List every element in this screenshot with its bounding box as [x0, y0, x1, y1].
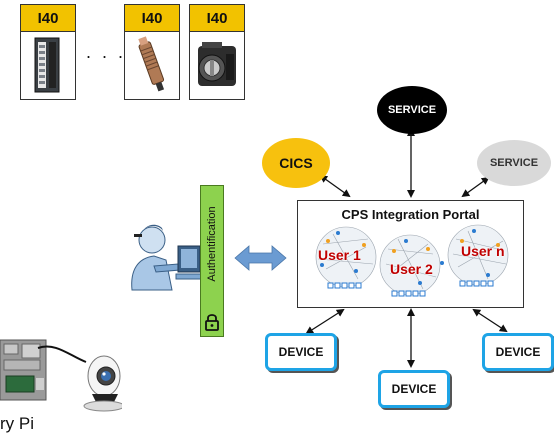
user-1-label: User 1 — [318, 247, 361, 263]
authentication-label: Authentification — [206, 206, 218, 282]
user-n-label: User n — [461, 243, 505, 259]
service-node-right: SERVICE — [477, 140, 551, 186]
ellipsis-text: . . . — [86, 42, 127, 62]
service-label: SERVICE — [489, 157, 539, 169]
proximity-sensor-icon — [125, 32, 179, 99]
plc-module-icon — [21, 32, 75, 99]
device-label: DEVICE — [391, 382, 437, 396]
i40-label: I40 — [21, 5, 75, 32]
portal-title: CPS Integration Portal — [341, 207, 480, 222]
service-label: SERVICE — [387, 104, 437, 116]
device-node-bottom: DEVICE — [378, 370, 450, 408]
arrow-service-right — [461, 176, 490, 198]
arrow-cics — [319, 174, 351, 198]
user-computer-icon — [131, 224, 203, 291]
user-network-icon — [315, 224, 509, 297]
arrow-device-right — [472, 308, 508, 333]
device-label: DEVICE — [495, 345, 541, 359]
i40-module-plc: I40 — [20, 4, 76, 100]
cics-label: CICS — [279, 155, 313, 171]
i40-label: I40 — [125, 5, 179, 32]
cps-integration-portal: CPS Integration Portal User 1 User 2 Use… — [297, 200, 524, 308]
device-label: DEVICE — [278, 345, 324, 359]
user-2-label: User 2 — [390, 261, 433, 277]
i40-module-sensor: I40 — [124, 4, 180, 100]
authentication-bar: Authentification — [200, 185, 224, 337]
servo-motor-icon — [190, 32, 244, 99]
raspberry-pi-label: ry Pi — [0, 414, 34, 433]
webcam-icon — [37, 345, 122, 412]
arrow-device-left — [305, 308, 345, 335]
raspberry-pi-icon — [0, 339, 47, 401]
cics-node: CICS — [262, 138, 330, 188]
lock-icon — [205, 314, 219, 331]
device-node-right: DEVICE — [482, 333, 554, 371]
device-node-left: DEVICE — [265, 333, 337, 371]
service-node-top: SERVICE — [377, 86, 447, 134]
i40-module-servo: I40 — [189, 4, 245, 100]
double-arrow-icon — [234, 245, 287, 271]
i40-label: I40 — [190, 5, 244, 32]
